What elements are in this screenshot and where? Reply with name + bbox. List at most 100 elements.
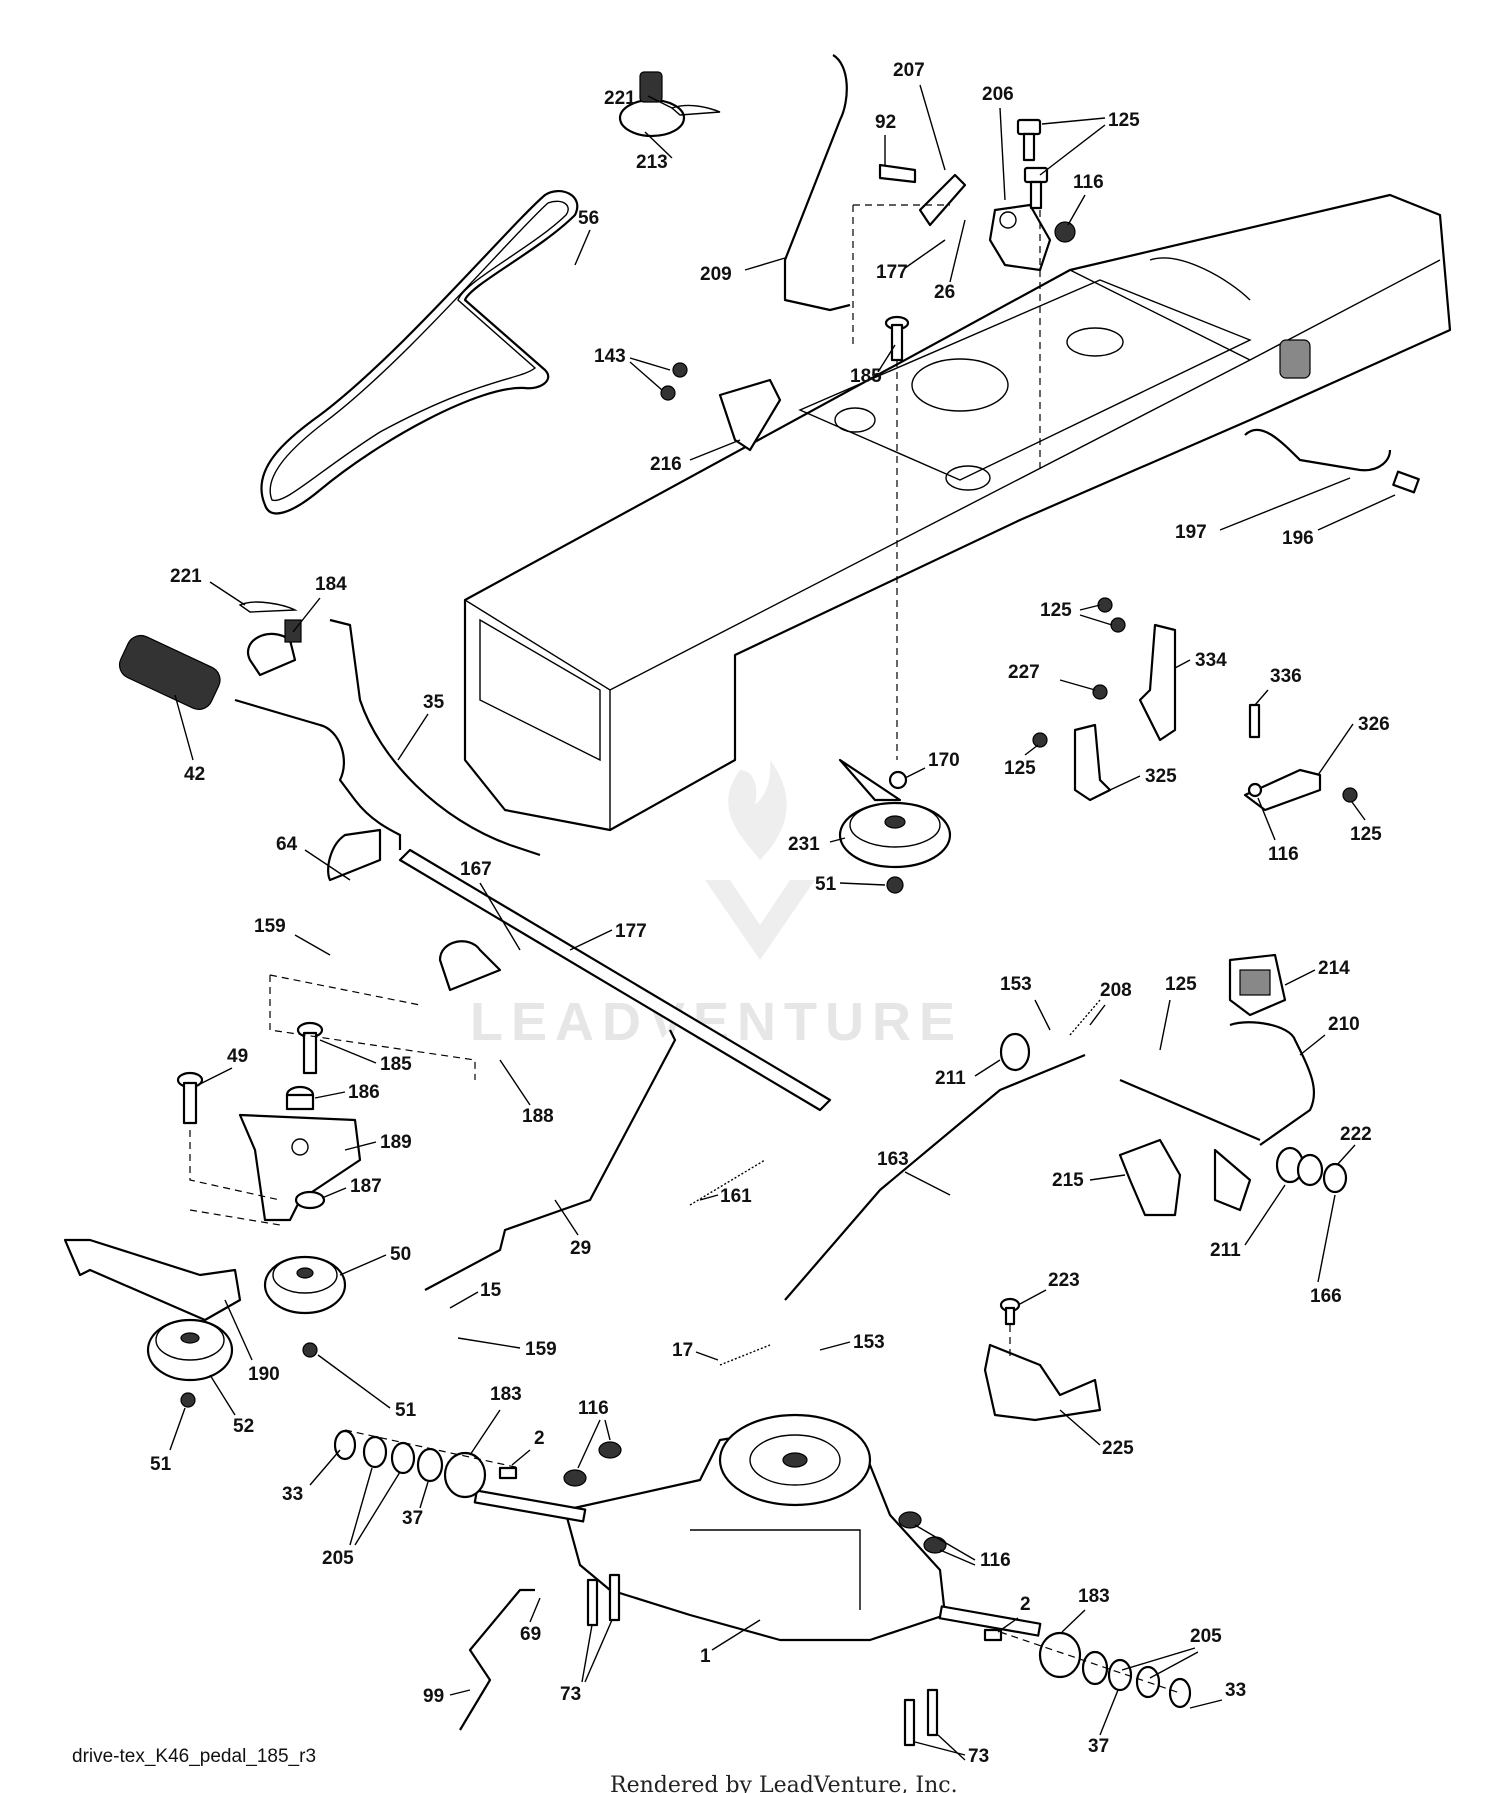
clip-221-left <box>238 601 298 613</box>
callout-153-bottom: 153 <box>853 1332 885 1353</box>
callout-184: 184 <box>315 574 347 595</box>
callout-125-pedal: 125 <box>1165 974 1197 995</box>
assembly-lines <box>189 204 1181 1694</box>
spacer-186 <box>285 1085 315 1111</box>
callout-69: 69 <box>520 1624 541 1645</box>
callout-125-top: 125 <box>1108 110 1140 131</box>
callout-73-left: 73 <box>560 1684 581 1705</box>
callout-170: 170 <box>928 750 960 771</box>
callout-1: 1 <box>700 1646 711 1667</box>
drive-belt <box>260 190 579 515</box>
nut-116-top <box>1054 221 1076 243</box>
bolt-196 <box>1392 470 1420 494</box>
rod-163 <box>784 1053 1086 1301</box>
callout-143: 143 <box>594 346 626 367</box>
spring-161 <box>689 1159 766 1206</box>
callout-187: 187 <box>350 1176 382 1197</box>
callout-188: 188 <box>522 1106 554 1127</box>
callout-210: 210 <box>1328 1014 1360 1035</box>
callout-33-right: 33 <box>1225 1680 1246 1701</box>
callout-189: 189 <box>380 1132 412 1153</box>
axle-hardware-right <box>898 1511 1192 1709</box>
callout-211-bottom: 211 <box>1210 1240 1241 1261</box>
callout-49: 49 <box>227 1046 248 1067</box>
callout-52: 52 <box>233 1416 254 1437</box>
callout-216: 216 <box>650 454 682 475</box>
bolt-185-top <box>884 315 910 362</box>
callout-26: 26 <box>934 282 955 303</box>
callout-183-left: 183 <box>490 1384 522 1405</box>
hitch-pin-213 <box>618 71 686 138</box>
callout-222: 222 <box>1340 1124 1372 1145</box>
callout-326: 326 <box>1358 714 1390 735</box>
callout-205-left: 205 <box>322 1548 354 1569</box>
callout-17: 17 <box>672 1340 693 1361</box>
callout-125-right-c: 125 <box>1350 824 1382 845</box>
callout-37-right: 37 <box>1088 1736 1109 1757</box>
callout-213: 213 <box>636 152 668 173</box>
bracket-189 <box>238 1113 362 1222</box>
spring-17 <box>719 1344 771 1366</box>
callout-116-top: 116 <box>1073 172 1104 193</box>
pedal-shaft <box>398 848 832 1112</box>
callout-223: 223 <box>1048 1270 1080 1291</box>
bracket-225 <box>983 1343 1102 1422</box>
washer-187 <box>294 1190 326 1210</box>
callout-166: 166 <box>1310 1286 1342 1307</box>
callout-37-left: 37 <box>402 1508 423 1529</box>
bolts-185-49 <box>176 1021 324 1125</box>
callout-231: 231 <box>788 834 820 855</box>
callout-159-left: 159 <box>254 916 286 937</box>
bracket-325 <box>1073 723 1112 802</box>
callout-225: 225 <box>1102 1438 1134 1459</box>
callout-35: 35 <box>423 692 445 713</box>
callout-99: 99 <box>423 1686 444 1707</box>
callout-33-left: 33 <box>282 1484 303 1505</box>
callout-205-right: 205 <box>1190 1626 1222 1647</box>
callout-92: 92 <box>875 112 896 133</box>
lever-64 <box>234 698 402 882</box>
callout-167: 167 <box>460 859 492 880</box>
bolts-125-top <box>1016 118 1049 210</box>
bushings-211-222-166 <box>999 1032 1348 1194</box>
drawing-id: drive-tex_K46_pedal_185_r3 <box>72 1746 316 1767</box>
callout-209: 209 <box>700 264 732 285</box>
callout-29: 29 <box>570 1238 591 1259</box>
callout-177-left: 177 <box>615 921 647 942</box>
callout-15: 15 <box>480 1280 502 1301</box>
callout-2-left: 2 <box>534 1428 545 1449</box>
bolt-223 <box>999 1297 1021 1326</box>
callout-153-top: 153 <box>1000 974 1032 995</box>
bracket-334 <box>1138 623 1177 742</box>
callout-196: 196 <box>1282 528 1314 549</box>
pulley-50 <box>263 1255 347 1358</box>
knob-184 <box>246 619 302 677</box>
callout-116-right: 116 <box>1268 844 1299 865</box>
callouts: 221 213 56 92 207 206 125 116 177 26 209… <box>150 60 1396 1767</box>
idler-pulley-231 <box>838 758 952 894</box>
callout-206: 206 <box>982 84 1014 105</box>
callout-185-top: 185 <box>850 366 882 387</box>
callout-186: 186 <box>348 1082 380 1103</box>
pulley-52 <box>146 1318 234 1408</box>
pad-215 <box>1118 1138 1182 1217</box>
callout-64: 64 <box>276 834 298 855</box>
rod-197 <box>1244 428 1392 472</box>
callout-159-mid: 159 <box>525 1339 557 1360</box>
callout-325: 325 <box>1145 766 1177 787</box>
bracket-190 <box>63 1238 242 1322</box>
callout-50: 50 <box>390 1244 411 1265</box>
callout-197: 197 <box>1175 522 1207 543</box>
callout-73-right: 73 <box>968 1746 989 1767</box>
callout-334: 334 <box>1195 650 1227 671</box>
callout-161: 161 <box>720 1186 752 1207</box>
callout-116-right-axle: 116 <box>980 1550 1011 1571</box>
callout-215: 215 <box>1052 1170 1084 1191</box>
callout-177-top: 177 <box>876 262 908 283</box>
callout-221-left: 221 <box>170 566 202 587</box>
callout-163: 163 <box>877 1149 909 1170</box>
callout-185-left: 185 <box>380 1054 412 1075</box>
callout-125-right-b: 125 <box>1004 758 1036 779</box>
pedal-arm-210 <box>1119 1021 1315 1212</box>
